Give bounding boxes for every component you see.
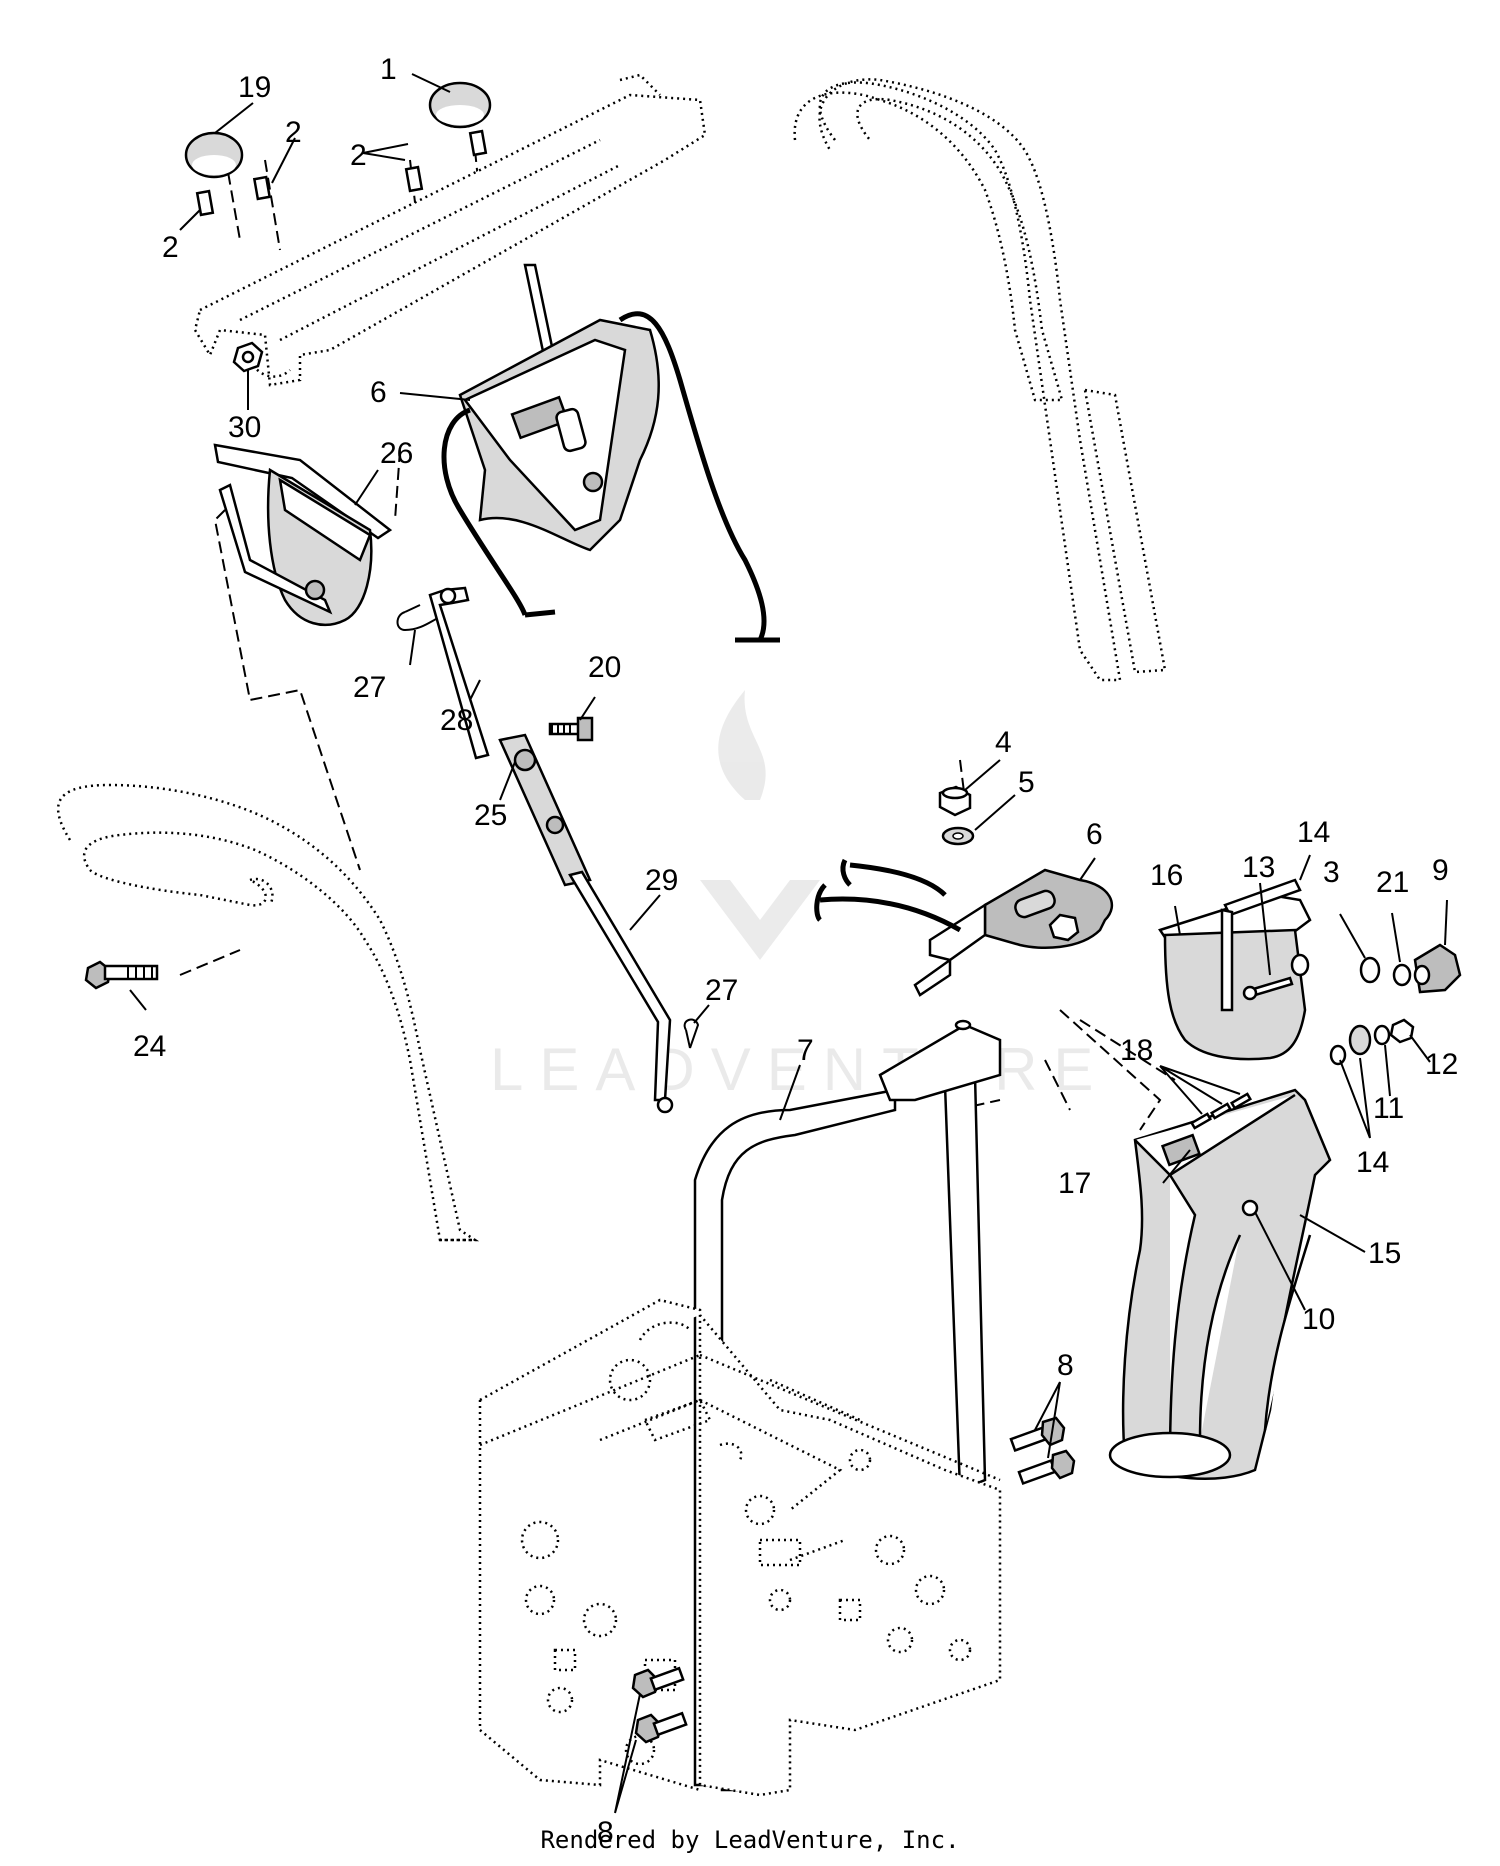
callout-15: 15	[1368, 1237, 1401, 1270]
callout-29: 29	[645, 864, 678, 897]
callout-3: 3	[1323, 856, 1340, 889]
callout-2: 2	[350, 139, 367, 172]
footer-credit: Rendered by LeadVenture, Inc.	[540, 1826, 960, 1854]
callout-27: 27	[705, 974, 738, 1007]
washer-14-icon	[1290, 953, 1310, 977]
callout-21: 21	[1376, 866, 1409, 899]
spacer-3-icon	[1359, 956, 1381, 984]
callout-30: 30	[228, 411, 261, 444]
callout-27: 27	[353, 671, 386, 704]
nut-30-icon	[232, 341, 264, 373]
callout-25: 25	[474, 799, 507, 832]
callout-26: 26	[380, 437, 413, 470]
chute-rod-29	[568, 870, 674, 1114]
bolt-13-icon	[1242, 976, 1294, 1001]
callout-20: 20	[588, 651, 621, 684]
chute-cable-lower	[814, 858, 962, 933]
callout-6: 6	[1086, 818, 1103, 851]
nut-4-icon	[938, 785, 972, 817]
nut-12-icon	[1389, 1018, 1415, 1044]
callout-14: 14	[1297, 816, 1330, 849]
callout-18: 18	[1120, 1034, 1153, 1067]
callout-2: 2	[162, 231, 179, 264]
callout-19: 19	[238, 71, 271, 104]
hairpin-27-icon	[396, 604, 439, 632]
callout-28: 28	[440, 704, 473, 737]
discharge-chute-15	[1108, 1088, 1332, 1480]
callout-16: 16	[1150, 859, 1183, 892]
hairpin-27-lower-icon	[683, 1018, 700, 1049]
screw-2-icon	[195, 129, 488, 217]
callout-1: 1	[380, 53, 397, 86]
engine-housing	[478, 1298, 1002, 1797]
watermark-logo-icon	[700, 690, 820, 960]
washer-21-icon	[1392, 963, 1412, 987]
upper-console-panel	[193, 73, 707, 387]
callout-7: 7	[797, 1034, 814, 1067]
chute-deflector-16	[1158, 878, 1312, 1061]
knob-1-icon	[428, 81, 492, 129]
callout-13: 13	[1242, 851, 1275, 884]
washer-11-icon	[1373, 1024, 1391, 1046]
washer-5-icon	[941, 826, 975, 846]
bolt-24-icon	[84, 960, 159, 990]
rod-plate-25	[498, 733, 592, 887]
bolt-20-icon	[548, 716, 594, 742]
callout-12: 12	[1425, 1048, 1458, 1081]
bolt-8-right-icon	[1009, 1416, 1076, 1486]
bracket-26	[213, 443, 393, 627]
callout-6: 6	[370, 376, 387, 409]
bolt-8-left-icon	[631, 1666, 688, 1744]
callout-17: 17	[1058, 1167, 1091, 1200]
callout-8: 8	[1057, 1349, 1074, 1382]
callout-11: 11	[1373, 1092, 1404, 1125]
callout-2: 2	[285, 116, 302, 149]
callout-8: 8	[597, 1816, 614, 1849]
knob-19-icon	[184, 131, 244, 179]
knob-9-icon	[1413, 943, 1462, 994]
leader-lines	[129, 73, 1448, 1814]
chute-rod-28	[428, 586, 490, 760]
chute-bracket-6-lower	[913, 868, 1114, 997]
callout-14: 14	[1356, 1146, 1389, 1179]
washer-14-lower-icon	[1329, 1024, 1372, 1066]
callout-5: 5	[1018, 766, 1035, 799]
left-handle-outline	[57, 783, 480, 1242]
callout-10: 10	[1302, 1303, 1335, 1336]
callout-labels: 1 19 2 2 2 6 30 26 27 28 20 25 24 29 27 …	[133, 53, 1458, 1849]
callout-9: 9	[1432, 854, 1449, 887]
chute-cable	[441, 311, 780, 643]
callout-24: 24	[133, 1030, 166, 1063]
chute-control-bracket-6-upper	[458, 318, 660, 552]
bolt-18-icon	[1189, 1092, 1253, 1130]
right-handle-outline	[793, 78, 1167, 682]
callout-4: 4	[995, 726, 1012, 759]
